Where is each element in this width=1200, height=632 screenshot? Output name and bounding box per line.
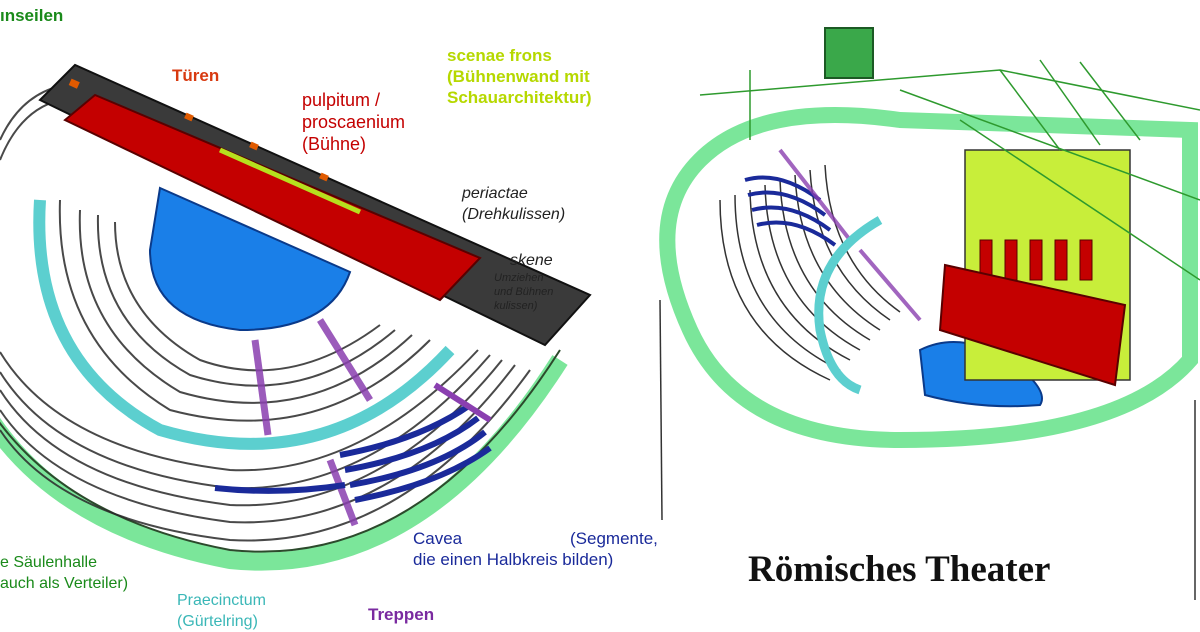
label-cavea: Cavea die einen Halbkreis bilden) — [413, 528, 613, 570]
label-skene-sub-line3: kulissen) — [494, 300, 538, 312]
label-saeulenhalle-line2: auch als Verteiler) — [0, 575, 129, 592]
label-scenae-frons: scenae frons (Bühnenwand mit Schauarchit… — [447, 45, 592, 108]
label-skene: skene — [510, 252, 553, 269]
label-skene-sub-line1: Umziehen — [494, 272, 544, 284]
tower-icon — [824, 27, 874, 79]
cavea-segment — [214, 382, 492, 503]
perspective-seating — [719, 164, 901, 381]
label-pulpitum-line3: (Bühne) — [302, 134, 367, 154]
orchestra-area — [148, 186, 352, 332]
label-skene-sub: Umziehen und Bühnen kulissen) — [494, 271, 553, 313]
label-cavea-line2: die einen Halbkreis bilden) — [413, 550, 614, 569]
label-praecinctum-line1: Praecinctum — [177, 592, 266, 609]
label-cavea-line1: Cavea — [413, 529, 463, 548]
roof-lines — [699, 59, 1200, 281]
page-title: Römisches Theater — [748, 549, 1051, 590]
label-saeulenhalle-line1: e Säulenhalle — [0, 554, 97, 571]
scenae-frons-strip — [218, 147, 362, 215]
door-marks — [68, 78, 329, 182]
label-skene-sub-line2: und Bühnen — [494, 286, 554, 298]
label-pulpitum-line1: pulpitum / — [302, 90, 381, 110]
label-periactae-line2: (Drehkulissen) — [462, 206, 566, 223]
label-scenae-line3: Schauarchitektur) — [447, 88, 592, 107]
label-tueren: Türen — [172, 66, 220, 85]
label-praecinctum: Praecinctum (Gürtelring) — [177, 590, 266, 632]
perspective-pulpitum — [938, 263, 1127, 387]
label-scenae-line2: (Bühnenwand mit — [447, 67, 590, 86]
label-praecinctum-line2: (Gürtelring) — [177, 613, 258, 630]
label-gaenge: ınseilen — [0, 6, 64, 25]
perspective-praecinctum — [814, 216, 883, 395]
outer-shell-ring — [659, 107, 1198, 449]
label-saeulenhalle: e Säulenhalle auch als Verteiler) — [0, 552, 128, 594]
perspective-cavea-segment — [744, 175, 837, 247]
praecinctum-ring — [33, 199, 455, 450]
theater-perspective-drawing — [659, 27, 1200, 600]
pulpitum-stage — [63, 93, 482, 302]
label-scenae-line1: scenae frons — [447, 46, 552, 65]
label-periactae: periactae (Drehkulissen) — [462, 183, 565, 225]
label-segmente: (Segmente, — [570, 529, 658, 548]
label-pulpitum-line2: proscaenium — [302, 112, 406, 132]
outer-colonnade-ring — [0, 355, 568, 571]
label-treppen: Treppen — [368, 605, 435, 624]
stairways — [251, 318, 373, 527]
label-pulpitum: pulpitum / proscaenium (Bühne) — [302, 89, 405, 155]
label-periactae-line1: periactae — [462, 185, 528, 202]
